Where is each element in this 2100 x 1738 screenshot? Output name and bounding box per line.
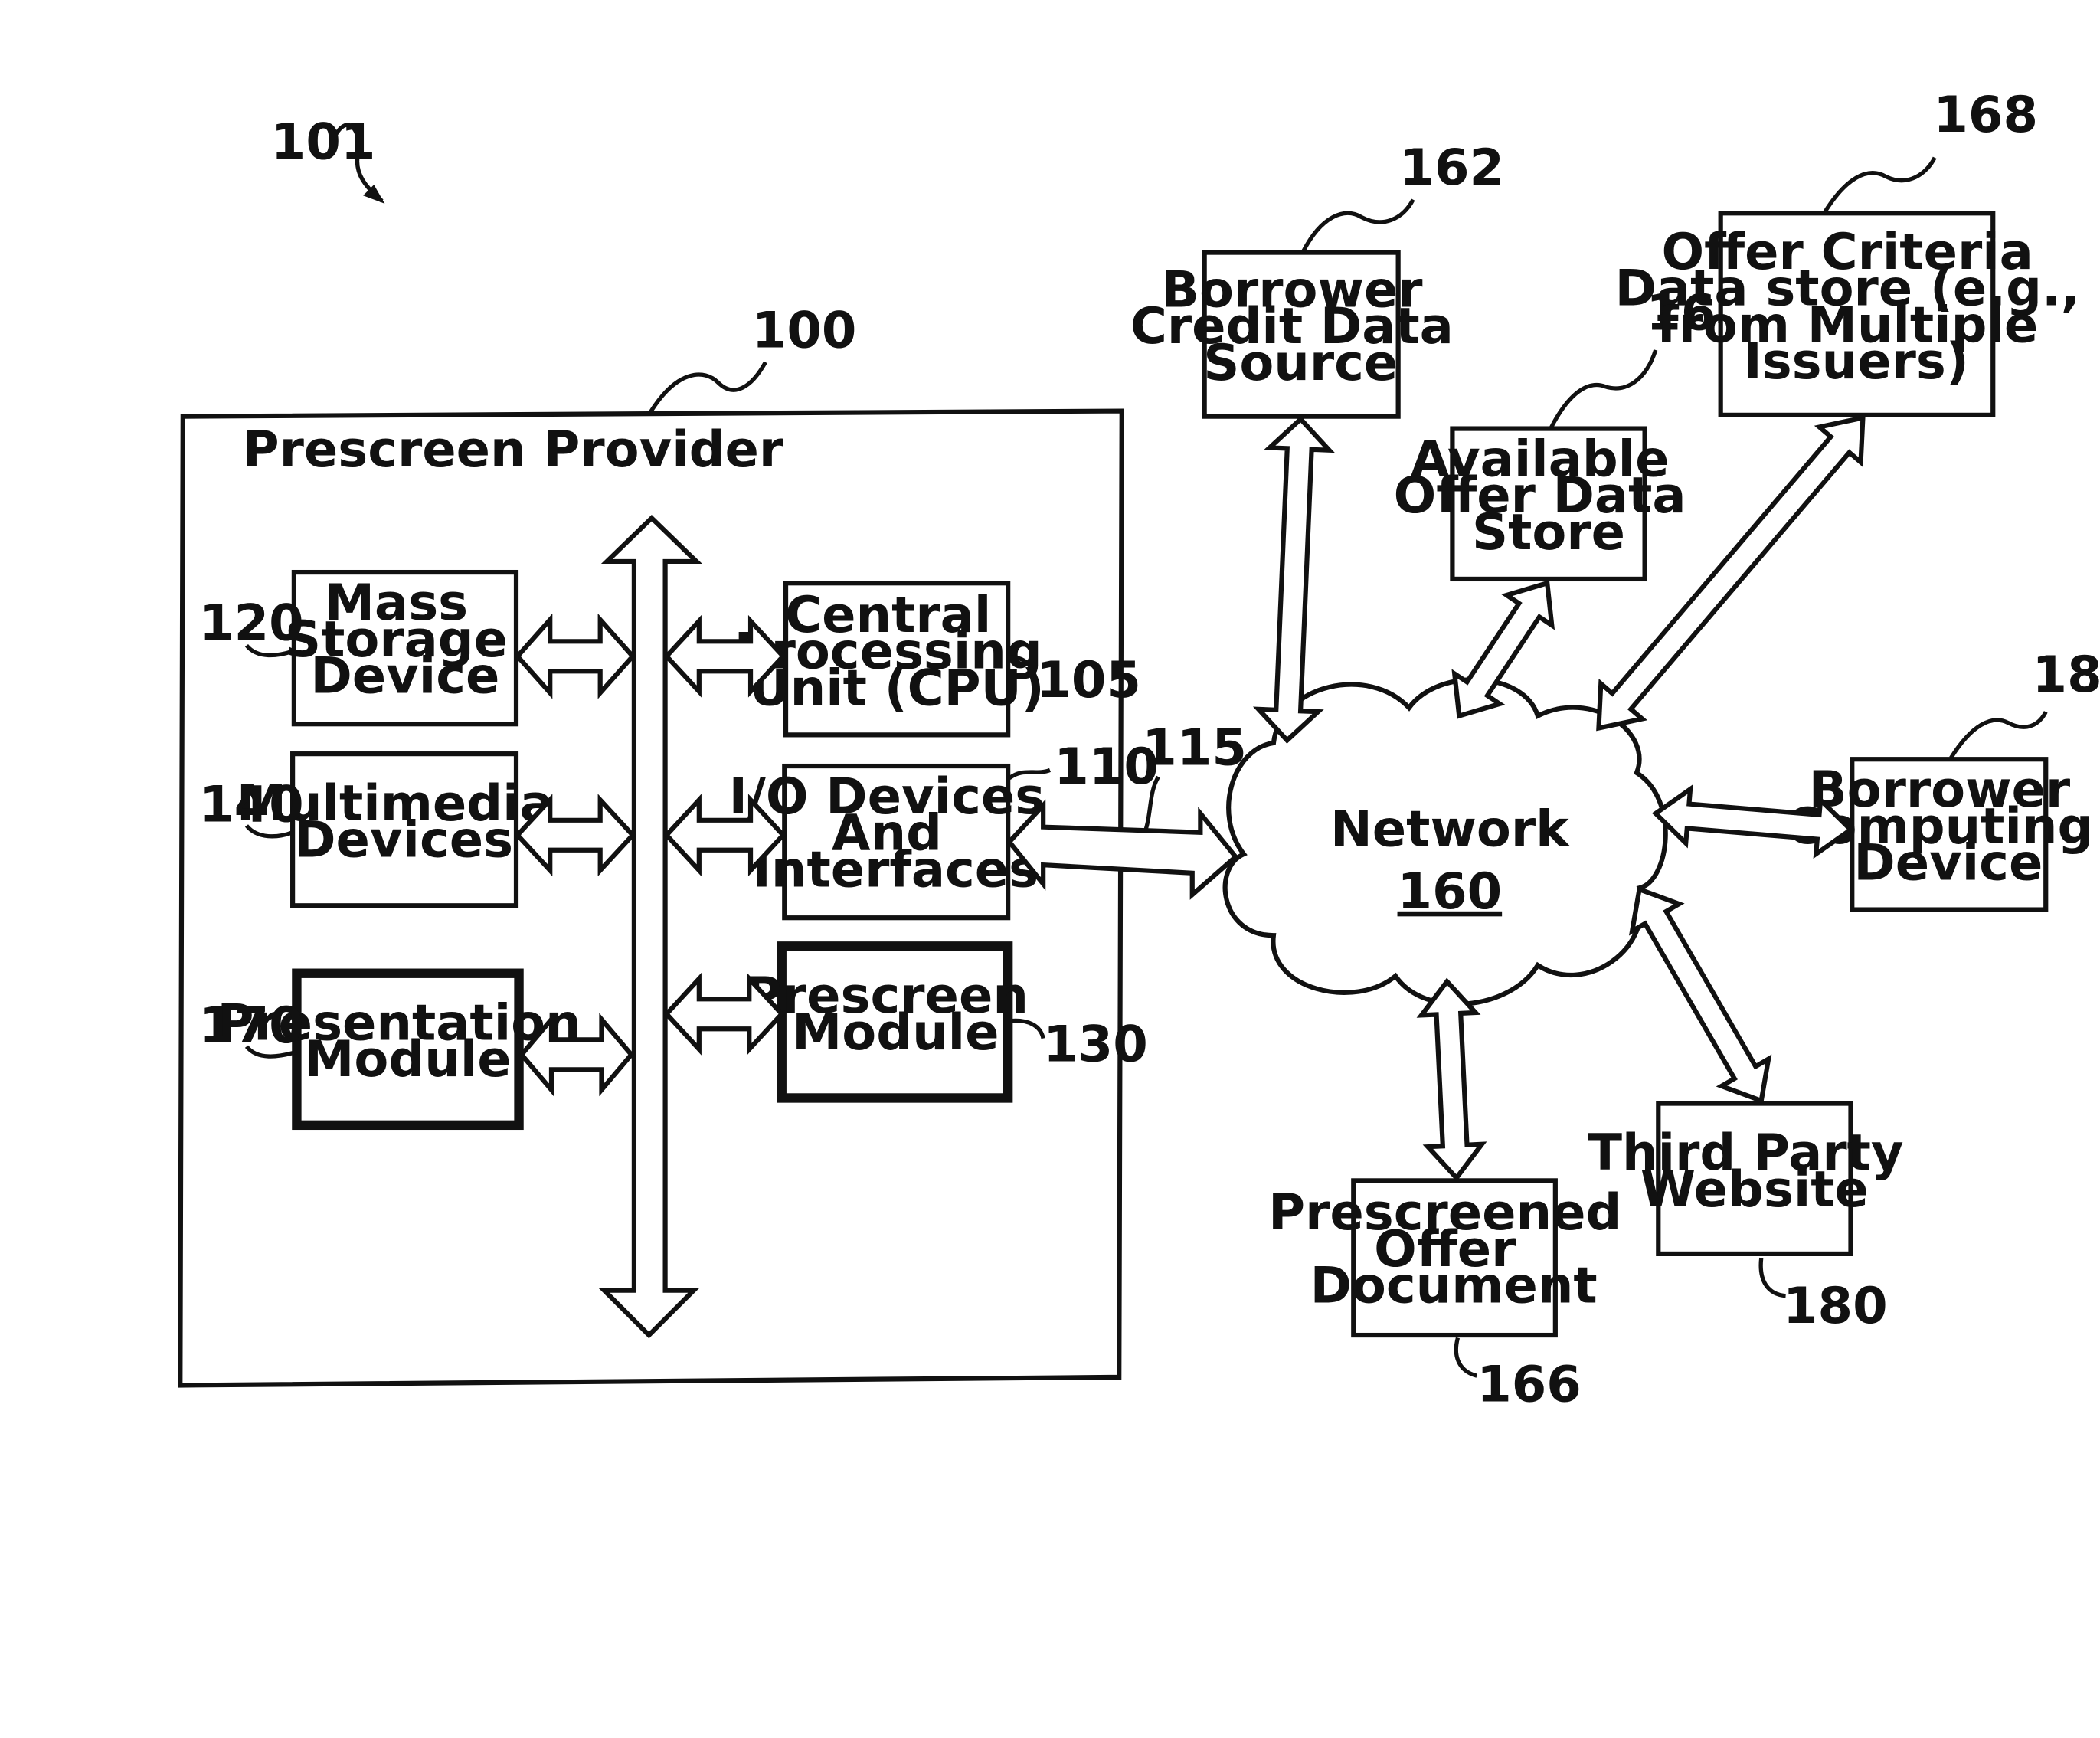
multimedia-line-2: Devices: [294, 811, 513, 869]
available-offer-leader: [1552, 350, 1656, 427]
offer-criteria-label: Offer Criteria Data store (e.g., from Mu…: [1615, 223, 2098, 391]
borrower-computing-ref: 182: [2033, 646, 2100, 704]
prescreen-provider-ref: 100: [752, 301, 857, 359]
prescreen-provider-title: Prescreen Provider: [243, 421, 784, 479]
offer-criteria-leader: [1825, 158, 1935, 212]
third-party-leader: [1761, 1258, 1785, 1296]
offer-criteria-ref: 168: [1933, 86, 2038, 144]
prescreen-provider-leader: [650, 362, 765, 412]
io-line-3: Interfaces: [753, 840, 1039, 898]
io-network-link-ref: 115: [1142, 718, 1247, 777]
offer-criteria-data-store: Offer Criteria Data store (e.g., from Mu…: [1615, 86, 2098, 415]
prescreened-offer-document: Prescreened Offer Document 166: [1268, 1180, 1639, 1413]
borrower-credit-label: Borrower Credit Data Source: [1130, 260, 1471, 392]
presentation-module-ref: 170: [199, 997, 304, 1055]
third-party-ref: 180: [1783, 1277, 1888, 1335]
borrower-computing-line-3: Device: [1853, 834, 2043, 892]
prescreened-offer-network-arrow: [1421, 981, 1482, 1178]
third-party-network-arrow: [1632, 889, 1768, 1101]
mass-storage-line-3: Device: [310, 647, 499, 705]
available-offer-label: Available Offer Data Store: [1394, 430, 1704, 561]
prescreen-module-line-2: Module: [792, 1003, 999, 1062]
network-label: Network: [1330, 800, 1570, 858]
available-offer-line-3: Store: [1472, 503, 1625, 561]
borrower-credit-leader: [1304, 200, 1413, 251]
prescreened-offer-ref: 166: [1477, 1356, 1582, 1414]
offer-criteria-line-4: Issuers): [1743, 332, 1968, 391]
borrower-computing-leader: [1951, 712, 2046, 758]
prescreened-offer-leader: [1456, 1338, 1477, 1376]
mass-storage-ref: 120: [199, 594, 304, 653]
borrower-credit-data-source: Borrower Credit Data Source 162: [1130, 139, 1504, 417]
presentation-module-line-2: Module: [304, 1030, 511, 1088]
prescreened-offer-line-3: Document: [1310, 1257, 1598, 1315]
borrower-computing-device: Borrower Computing Device 182: [1786, 646, 2100, 910]
multimedia-ref: 140: [199, 776, 304, 834]
borrower-computing-network-arrow: [1656, 789, 1851, 854]
prescreened-offer-label: Prescreened Offer Document: [1268, 1183, 1639, 1315]
cpu-ref: 105: [1036, 651, 1141, 709]
borrower-credit-line-3: Source: [1203, 334, 1398, 392]
borrower-credit-ref: 162: [1399, 139, 1504, 197]
cpu-line-3: Unit (CPU): [750, 659, 1045, 717]
prescreen-module-ref: 130: [1043, 1016, 1148, 1074]
third-party-line-2: Website: [1640, 1160, 1869, 1219]
